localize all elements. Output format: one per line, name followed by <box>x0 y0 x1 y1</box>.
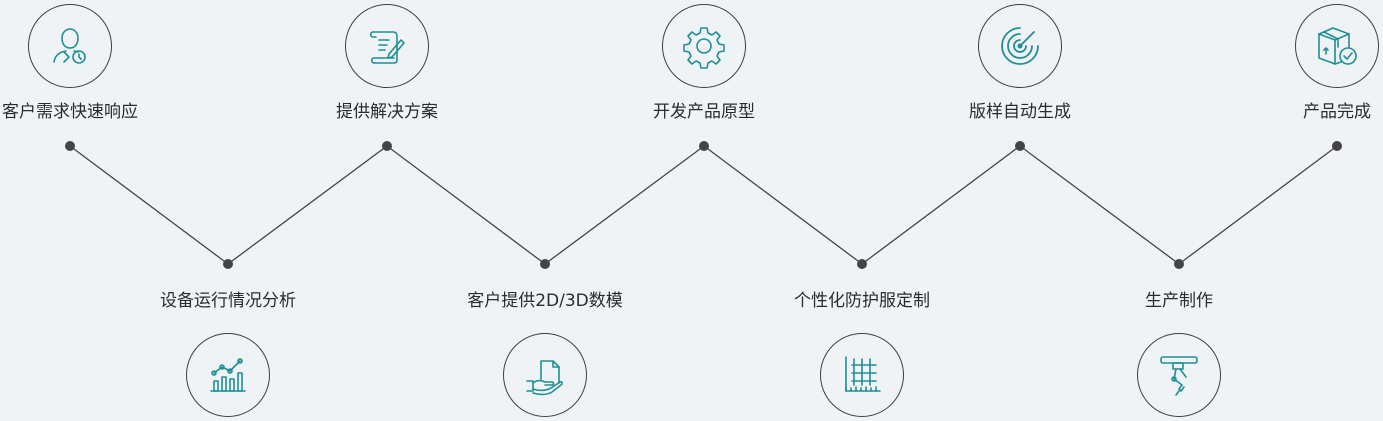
step-5-icon-circle <box>662 4 746 88</box>
step-5-node <box>699 141 709 151</box>
step-3-label: 提供解决方案 <box>336 102 438 122</box>
step-4-label: 客户提供2D/3D数模 <box>467 291 623 311</box>
step-2-node <box>223 259 233 269</box>
customer-clock-icon <box>53 28 86 64</box>
step-1-icon-circle <box>28 4 112 88</box>
radar-target-icon <box>1001 27 1039 65</box>
step-4-node <box>540 259 550 269</box>
step-9-icon-circle <box>1295 4 1379 88</box>
step-3-icon-circle <box>345 4 429 88</box>
grid-ruler-icon <box>845 356 881 392</box>
step-1-node <box>65 141 75 151</box>
gear-icon <box>683 27 725 69</box>
step-8-label: 生产制作 <box>1145 291 1213 311</box>
step-9-node <box>1332 141 1342 151</box>
step-7-label: 版样自动生成 <box>969 102 1071 122</box>
step-5-label: 开发产品原型 <box>653 102 755 122</box>
box-check-icon <box>1318 27 1357 65</box>
robot-arm-icon <box>1160 356 1198 396</box>
step-3-node <box>382 141 392 151</box>
document-pen-icon <box>369 31 405 64</box>
step-4-icon-circle <box>503 333 587 417</box>
step-7-icon-circle <box>978 4 1062 88</box>
step-1-label: 客户需求快速响应 <box>2 102 138 122</box>
chart-analysis-icon <box>210 358 246 392</box>
step-7-node <box>1015 141 1025 151</box>
step-2-label: 设备运行情况分析 <box>160 291 296 311</box>
step-6-icon-circle <box>820 333 904 417</box>
step-8-icon-circle <box>1137 333 1221 417</box>
step-6-label: 个性化防护服定制 <box>794 291 930 311</box>
hand-document-icon <box>526 360 563 396</box>
step-6-node <box>857 259 867 269</box>
connector-line <box>69 145 1338 265</box>
step-2-icon-circle <box>186 333 270 417</box>
step-8-node <box>1174 259 1184 269</box>
step-9-label: 产品完成 <box>1303 102 1371 122</box>
